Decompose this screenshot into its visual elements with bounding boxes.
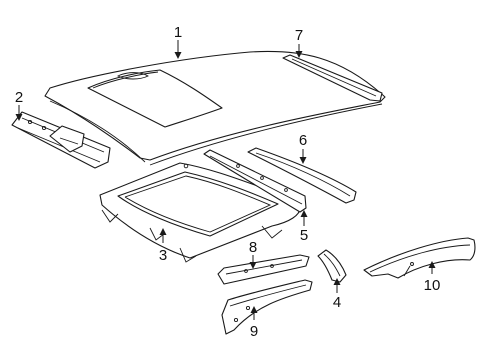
- arrowhead-9: [250, 306, 258, 313]
- arrowhead-5: [300, 210, 308, 217]
- roof-side-rail-7: [282, 54, 383, 102]
- pillar-cap-4: [317, 249, 347, 283]
- arrowhead-1: [174, 52, 182, 59]
- callout-9: 9: [250, 323, 258, 340]
- rear-rail-upper-8: [217, 254, 310, 285]
- callout-labels: 1 2 3 4 5 6 7 8 9 10: [15, 24, 441, 340]
- callout-8: 8: [249, 239, 257, 256]
- callout-10: 10: [424, 277, 441, 294]
- rear-rail-lower-9: [221, 279, 313, 335]
- rear-roof-rail-10: [363, 237, 476, 279]
- roof-panel: [44, 50, 386, 166]
- callout-2: 2: [15, 89, 23, 106]
- arrowhead-3: [159, 228, 167, 235]
- side-rail-inner-5: [203, 149, 307, 213]
- sunroof-frame-3: [99, 162, 301, 263]
- arrowhead-10: [428, 261, 436, 268]
- callout-1: 1: [174, 24, 182, 41]
- leader-lines: [15, 40, 436, 320]
- arrowhead-8: [249, 262, 257, 269]
- arrowhead-6: [299, 157, 307, 164]
- callout-6: 6: [299, 132, 307, 149]
- callout-3: 3: [159, 247, 167, 264]
- callout-4: 4: [333, 294, 341, 311]
- callout-7: 7: [295, 27, 303, 44]
- arrowhead-4: [333, 278, 341, 285]
- callout-5: 5: [300, 227, 308, 244]
- side-rail-reinforcement-6: [247, 147, 357, 204]
- arrowhead-7: [295, 51, 303, 58]
- arrowhead-2: [15, 114, 23, 121]
